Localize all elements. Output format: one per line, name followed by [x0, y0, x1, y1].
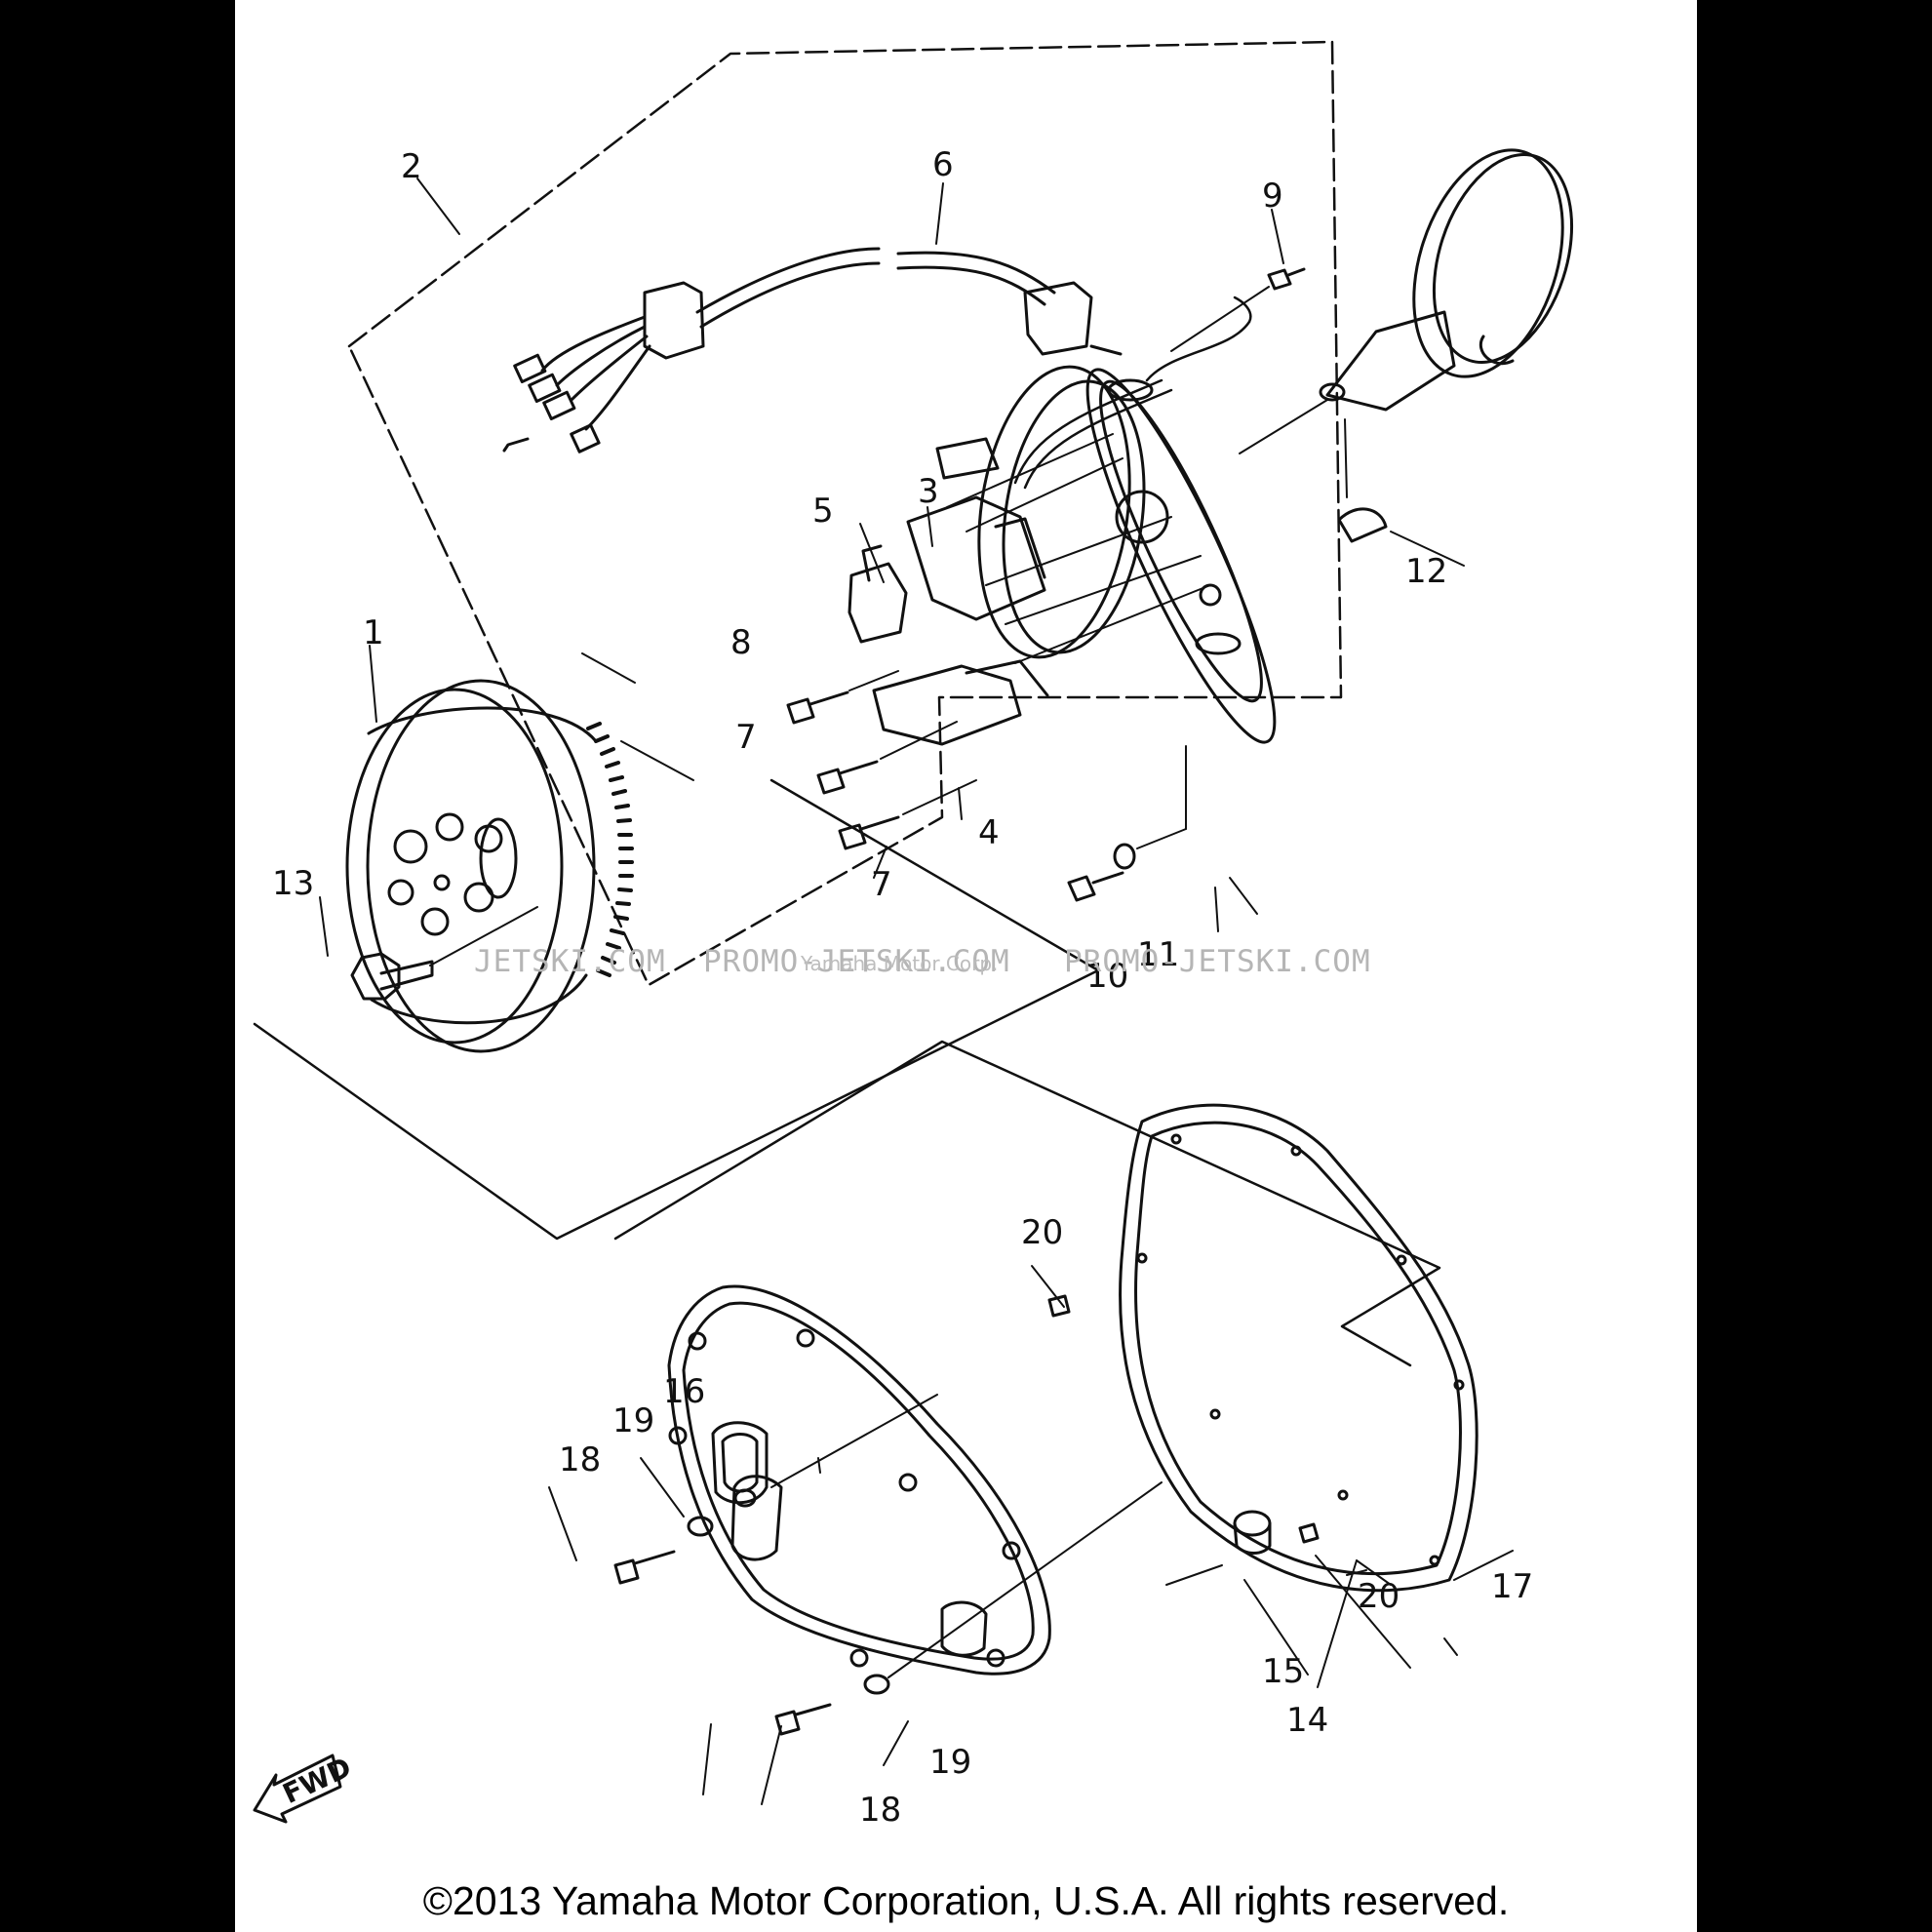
callout-19a: 19 — [612, 1401, 654, 1440]
base-screw — [1067, 745, 1187, 902]
callout-6: 6 — [932, 145, 954, 184]
callout-18b: 18 — [859, 1791, 901, 1830]
cover-group-outline — [613, 1040, 1441, 1367]
callout-12: 12 — [1405, 552, 1447, 591]
watermark-mid: PROMO-JETSKI.COM — [703, 944, 1010, 979]
callout-9: 9 — [1262, 177, 1283, 216]
callout-11: 11 — [1137, 935, 1179, 974]
flywheel — [345, 679, 634, 1053]
callout-19b: 19 — [929, 1743, 971, 1782]
callout-16: 16 — [663, 1372, 705, 1411]
screws — [786, 267, 1306, 850]
lighting-coil — [872, 659, 1049, 746]
watermark-right: PROMO-JETSKI.COM — [1064, 944, 1371, 979]
crankshaft-housing — [1319, 148, 1574, 412]
callout-20a: 20 — [1021, 1213, 1063, 1252]
stator-lines — [946, 433, 1211, 664]
leader-lines — [319, 177, 1514, 1805]
lead-wire — [502, 247, 1123, 453]
gasket — [1119, 1103, 1479, 1593]
flywheel-bolt — [350, 952, 434, 1001]
callout-4: 4 — [978, 813, 1000, 852]
callout-7b: 7 — [871, 865, 892, 904]
stator-base-plate — [977, 365, 1277, 744]
charge-coil — [906, 437, 1046, 621]
cover-bolts — [613, 1481, 1163, 1736]
callout-18a: 18 — [559, 1440, 601, 1479]
callout-20b: 20 — [1358, 1577, 1400, 1616]
callout-15: 15 — [1262, 1652, 1304, 1691]
callout-3: 3 — [918, 472, 939, 511]
callout-10: 10 — [1086, 957, 1128, 996]
callout-8: 8 — [730, 623, 752, 662]
watermark-overlay: Yamaha Motor Corp. — [800, 952, 998, 975]
callout-2: 2 — [401, 147, 422, 186]
flywheel-cover — [667, 1284, 1051, 1676]
kit-boundary — [347, 40, 1343, 987]
harness-wires — [1013, 296, 1252, 490]
callout-13: 13 — [272, 864, 314, 903]
fwd-label: FWD — [278, 1751, 356, 1810]
fwd-arrow-icon: FWD — [253, 1751, 356, 1824]
dowel — [1047, 1294, 1320, 1555]
exploded-parts-diagram: FWD 1 2 3 4 5 6 — [253, 40, 1574, 1830]
callout-17: 17 — [1491, 1567, 1533, 1606]
watermark-left: JETSKI.COM — [474, 944, 666, 979]
woodruff-key — [1337, 507, 1388, 543]
flywheel-group-outline — [253, 778, 1100, 1241]
grommet — [711, 1421, 769, 1508]
callout-5: 5 — [812, 492, 834, 531]
pulser-coil — [848, 544, 908, 644]
callout-1: 1 — [363, 613, 384, 652]
callout-14: 14 — [1286, 1701, 1328, 1740]
callout-7a: 7 — [735, 718, 757, 757]
copyright-notice: ©2013 Yamaha Motor Corporation, U.S.A. A… — [422, 1878, 1510, 1923]
diagram-sheet: FWD 1 2 3 4 5 6 — [235, 0, 1697, 1932]
